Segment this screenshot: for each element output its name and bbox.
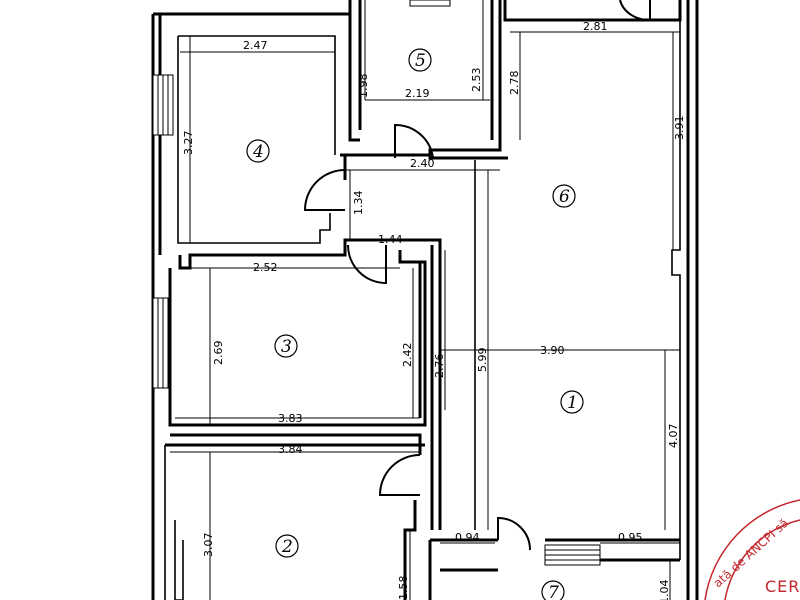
- corridor-wall: [340, 153, 430, 180]
- bottom-corridor: [430, 538, 680, 572]
- door-top-right: [619, 0, 651, 22]
- door-room4: [303, 169, 346, 211]
- stamp-line2: CER: [765, 577, 800, 596]
- dim-bottom-left: 0.94: [455, 531, 480, 544]
- dim-room3-right: 2.42: [401, 343, 414, 368]
- room-number-7: 7: [548, 583, 559, 600]
- dim-room2-top: 3.84: [278, 443, 303, 456]
- window-top: [409, 0, 451, 7]
- hall-wall: [430, 245, 442, 530]
- dim-hall-small: 1.44: [378, 233, 403, 246]
- room3-walls: [168, 250, 427, 427]
- door-bottom: [497, 516, 531, 551]
- dim-corridor-vertical: 1.34: [352, 191, 365, 216]
- room4-walls: [177, 35, 336, 244]
- dim-hall-vertical: 2.76: [433, 354, 446, 379]
- dim-room6-top: 2.81: [583, 20, 608, 33]
- dim-room2-left: 3.07: [202, 533, 215, 558]
- dim-room3-top: 2.52: [253, 261, 278, 274]
- dim-room1-right: 4.07: [667, 424, 680, 449]
- dim-room3-bottom: 3.83: [278, 412, 303, 425]
- dim-room5-bottom: 2.19: [405, 87, 430, 100]
- room-number-3: 3: [281, 337, 292, 357]
- door-room5: [394, 123, 434, 159]
- room6-inner-right: [671, 20, 681, 560]
- dim-room5-left: 1.98: [357, 74, 370, 99]
- walls: [151, 0, 699, 600]
- room-number-5: 5: [415, 51, 426, 71]
- dim-room6-left-upper: 2.78: [508, 71, 521, 96]
- window-room3: [152, 297, 169, 389]
- dim-center-vertical: 5.99: [476, 348, 489, 373]
- dim-room4-left: 3.27: [182, 131, 195, 156]
- dim-room6-right: 3.91: [673, 116, 686, 141]
- dim-room3-left: 2.69: [212, 341, 225, 366]
- dim-bottom-small: 1.04: [658, 580, 671, 600]
- dim-room2-right: 1.58: [397, 576, 410, 600]
- dimension-lines: [170, 0, 680, 600]
- windows: [152, 0, 601, 566]
- room6-outer: [503, 0, 682, 22]
- room2-top: [165, 433, 425, 455]
- dim-room1-top: 3.90: [540, 344, 565, 357]
- room-number-1: 1: [567, 393, 578, 413]
- dim-room5-right: 2.53: [470, 68, 483, 93]
- outer-right-wall: [686, 0, 699, 600]
- room-number-4: 4: [252, 142, 264, 162]
- dim-corridor-top: 2.40: [410, 157, 435, 170]
- room-number-2: 2: [281, 537, 293, 557]
- dim-room4-top: 2.47: [243, 39, 268, 52]
- room-number-6: 6: [559, 187, 570, 207]
- dim-bottom-right: 0.95: [618, 531, 643, 544]
- stamp-ring: [704, 499, 800, 600]
- official-stamp: ată de ANCPI să CER: [704, 499, 800, 600]
- room-labels: 4 5 6 3 1 2 7: [246, 48, 584, 600]
- door-room3: [347, 244, 387, 285]
- dimension-labels: 2.47 3.27 1.98 2.53 2.19 2.81 2.78 3.91 …: [182, 20, 686, 600]
- doors: [303, 0, 651, 551]
- room2-left: [164, 445, 184, 600]
- room5-walls: [348, 0, 508, 160]
- door-room2: [378, 454, 421, 496]
